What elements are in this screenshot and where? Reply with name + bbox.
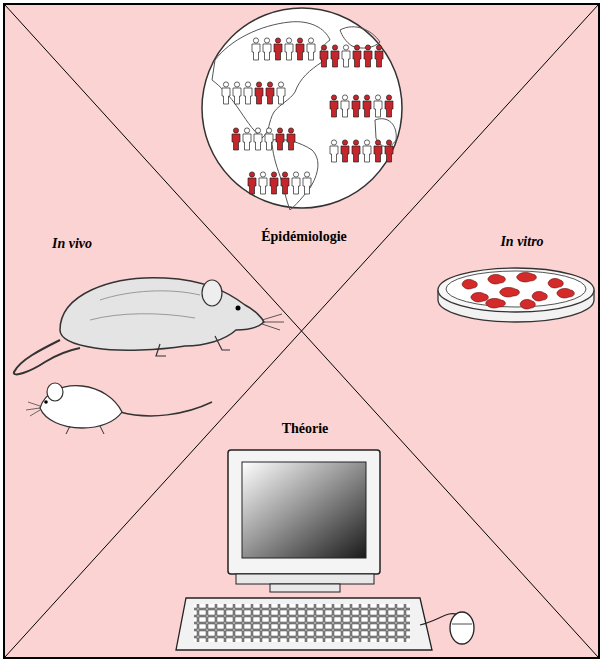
person-icon [243, 128, 251, 150]
cell-culture [532, 291, 547, 301]
person-icon [222, 82, 230, 104]
person-icon [330, 140, 338, 162]
person-icon [375, 45, 383, 67]
person-icon [254, 128, 262, 150]
person-icon [385, 140, 393, 162]
person-icon [303, 172, 311, 194]
person-icon [385, 95, 393, 117]
person-icon [265, 128, 273, 150]
person-icon [363, 95, 371, 117]
method-label-italic: In vivo [49, 236, 95, 253]
method-label-italic: In vitro [497, 234, 546, 251]
person-icon [263, 38, 271, 60]
cell-culture [520, 299, 535, 309]
person-icon [255, 82, 263, 104]
person-icon [364, 45, 372, 67]
method-label: Théorie [279, 421, 332, 438]
person-icon [374, 95, 382, 117]
person-icon [287, 128, 295, 150]
diagonal [5, 5, 598, 657]
person-icon [353, 45, 361, 67]
person-icon [276, 128, 284, 150]
cell-culture [486, 298, 506, 308]
person-icon [292, 172, 300, 194]
cell-culture [500, 287, 520, 297]
person-icon [331, 45, 339, 67]
person-icon [277, 82, 285, 104]
person-icon [233, 82, 241, 104]
person-icon [232, 128, 240, 150]
person-icon [341, 95, 349, 117]
diagonal [5, 5, 598, 657]
person-icon [352, 140, 360, 162]
cell-culture [548, 278, 563, 288]
person-icon [266, 82, 274, 104]
cell-culture [471, 292, 489, 302]
cell-culture [462, 279, 477, 289]
person-icon [341, 140, 349, 162]
person-icon [320, 45, 328, 67]
globe [202, 8, 402, 210]
person-icon [248, 172, 256, 194]
cell-culture [557, 288, 575, 298]
mouse-animal [26, 383, 212, 434]
person-icon [330, 95, 338, 117]
person-icon [244, 82, 252, 104]
frame [4, 4, 599, 658]
computer [176, 450, 474, 650]
person-icon [259, 172, 267, 194]
person-icon [296, 38, 304, 60]
cell-culture [517, 272, 537, 282]
person-icon [374, 140, 382, 162]
person-icon [342, 45, 350, 67]
rat [14, 278, 284, 375]
person-icon [285, 38, 293, 60]
person-icon [281, 172, 289, 194]
cell-culture [488, 274, 506, 284]
petri-dish [438, 268, 594, 322]
person-icon [252, 38, 260, 60]
person-icon [274, 38, 282, 60]
method-label: Épidémiologie [258, 229, 350, 246]
person-icon [352, 95, 360, 117]
person-icon [270, 172, 278, 194]
person-icon [307, 38, 315, 60]
person-icon [363, 140, 371, 162]
